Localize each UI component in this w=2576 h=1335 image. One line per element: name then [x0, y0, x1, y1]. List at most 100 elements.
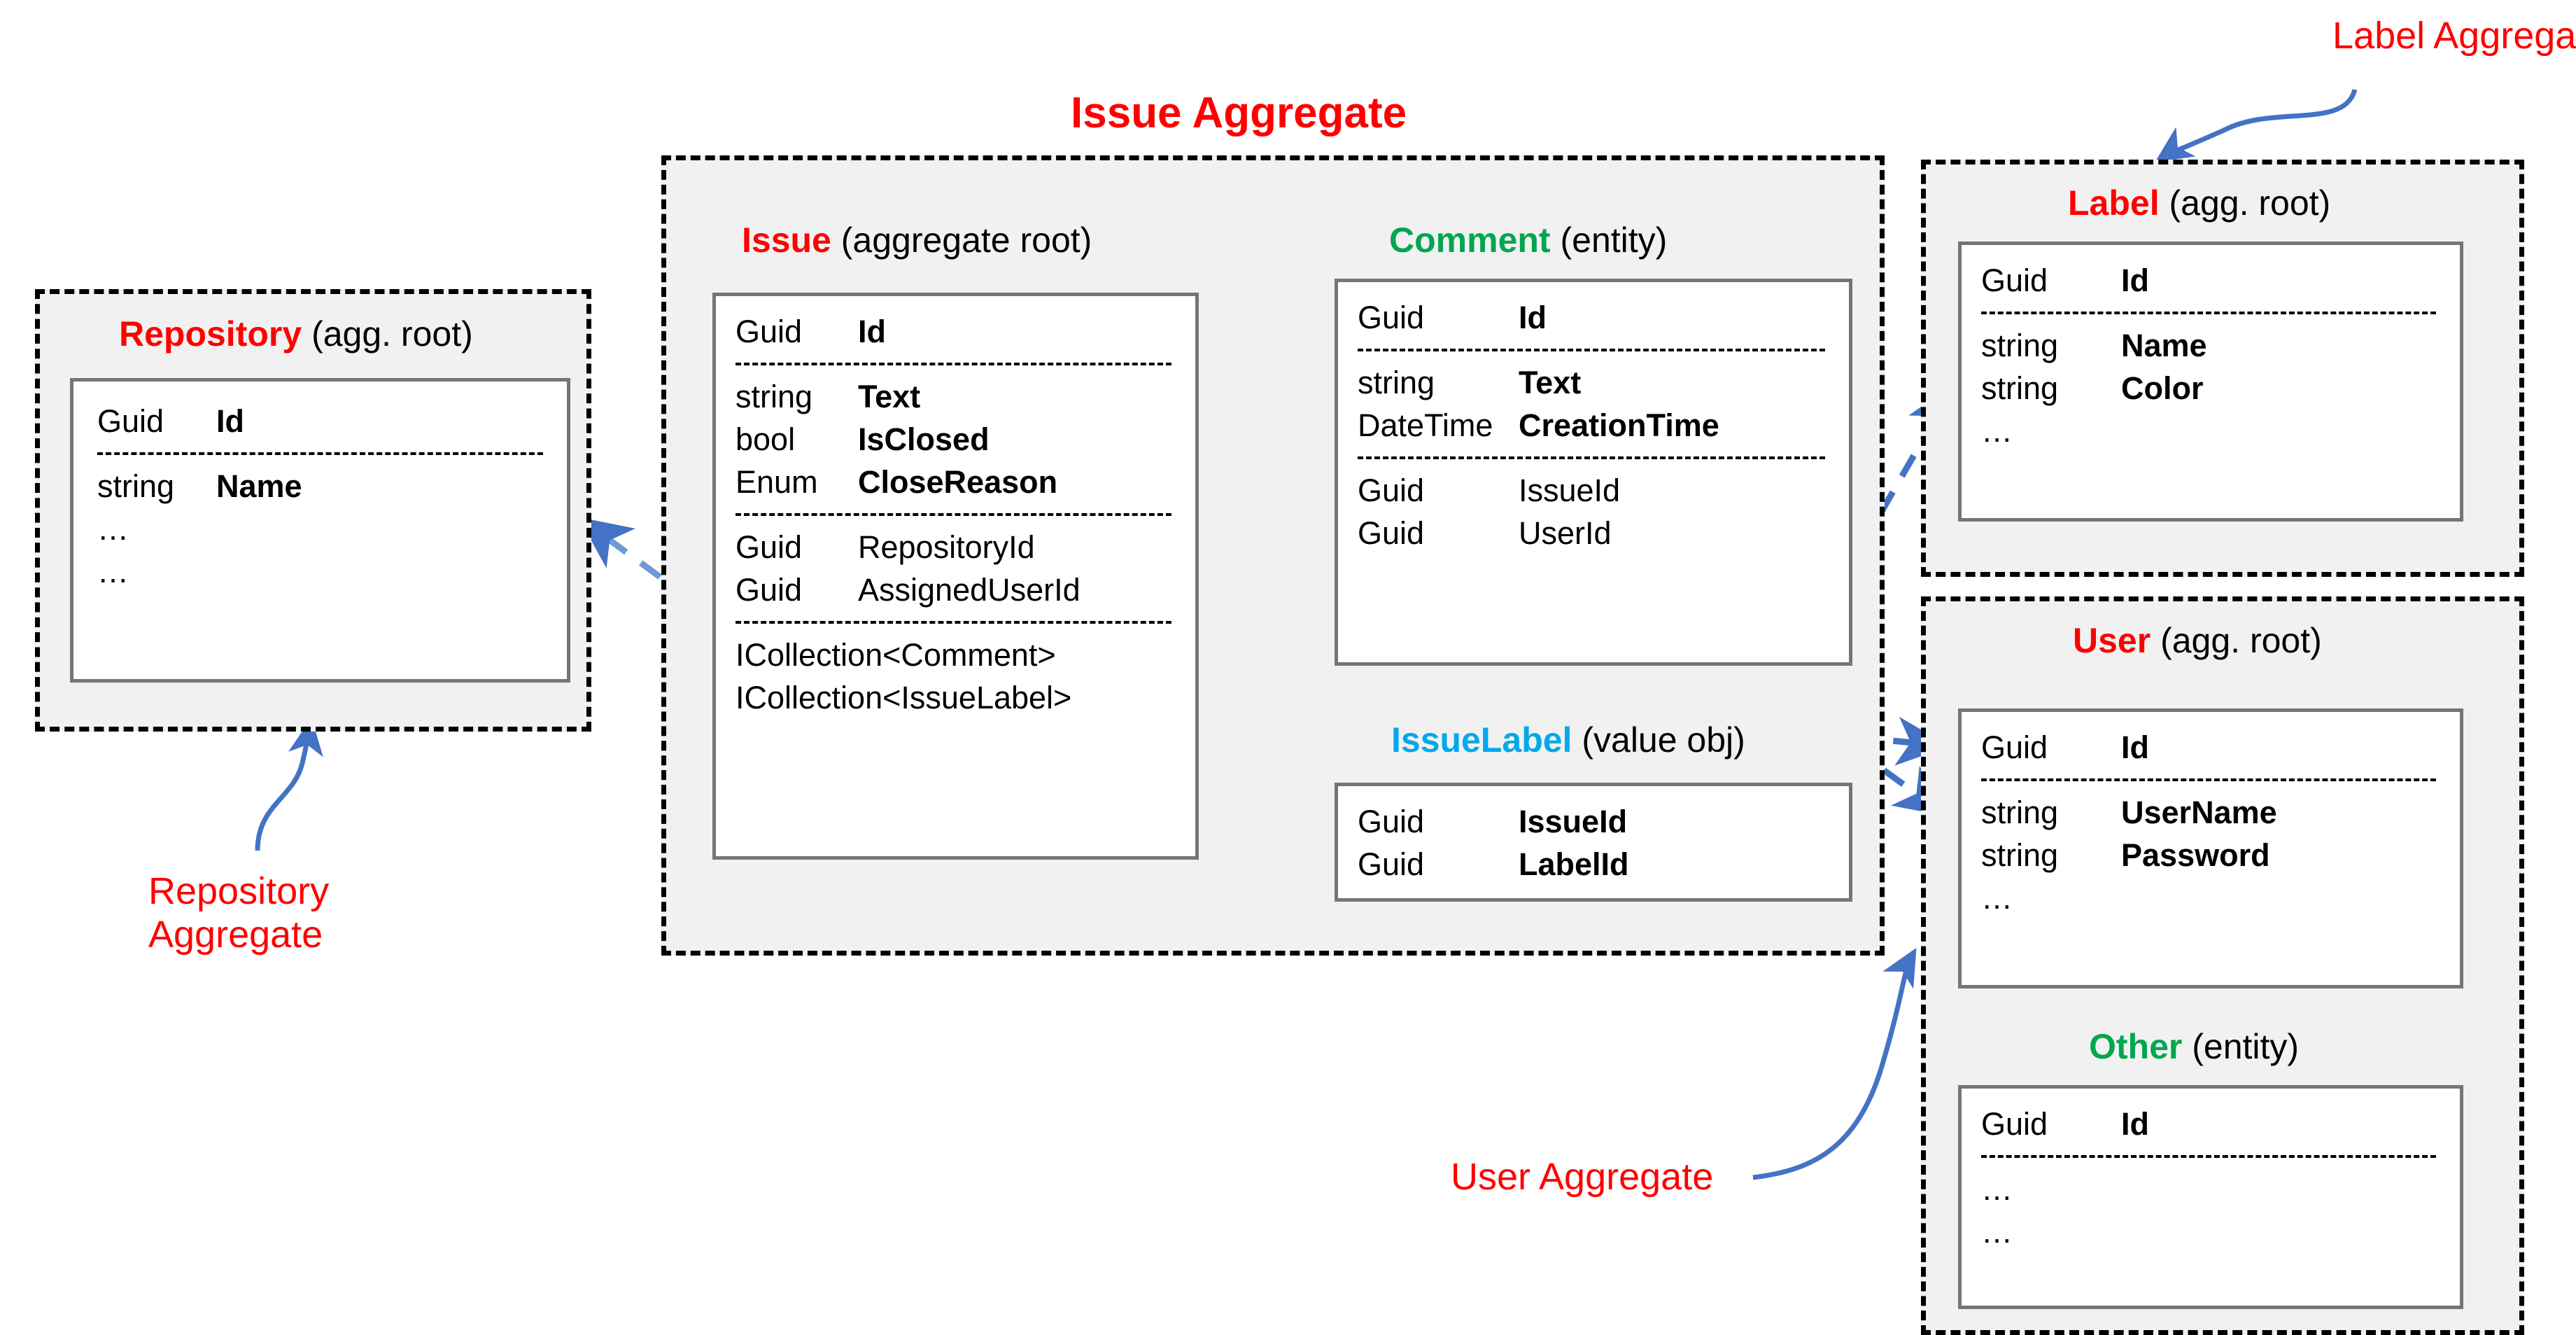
property-name: Id — [858, 314, 886, 349]
annotation-repository-aggregate: Repository Aggregate — [148, 870, 330, 956]
property-name: IsClosed — [858, 421, 990, 457]
property-name: AssignedUserId — [858, 572, 1081, 608]
property-type: … — [1981, 880, 2013, 916]
property-row: Guid IssueId — [1358, 806, 1849, 837]
property-type: … — [97, 554, 129, 589]
property-name: Id — [2121, 263, 2149, 298]
property-row: bool IsClosed — [736, 424, 1195, 455]
property-type: … — [1981, 1214, 2013, 1250]
property-type: string — [1981, 837, 2059, 873]
property-name: IssueId — [1519, 804, 1628, 839]
property-separator — [1981, 312, 2436, 314]
property-row: … — [1981, 1173, 2460, 1205]
property-row: … — [97, 556, 567, 587]
property-separator — [736, 621, 1171, 624]
property-name: Name — [216, 468, 302, 504]
property-type: string — [1981, 328, 2059, 363]
property-name: Text — [1519, 365, 1582, 400]
property-separator — [736, 513, 1171, 516]
property-type: Guid — [1358, 846, 1425, 882]
property-type: … — [1981, 413, 2013, 449]
property-separator — [1358, 456, 1825, 459]
property-row: Guid RepositoryId — [736, 531, 1195, 563]
property-type: string — [1981, 795, 2059, 830]
property-name: Id — [2121, 1106, 2149, 1142]
property-name: UserName — [2121, 795, 2277, 830]
property-row: … — [97, 513, 567, 545]
property-type: Guid — [1981, 729, 2048, 765]
entity-header-label: Label (agg. root) — [2068, 186, 2330, 221]
property-name: Id — [1519, 300, 1547, 335]
property-name: Text — [858, 379, 921, 414]
property-type: Guid — [1358, 515, 1425, 551]
entity-header-issuelabel: IssueLabel (value obj) — [1391, 722, 1745, 757]
property-row: Guid Id — [1981, 1108, 2460, 1140]
property-row: … — [1981, 415, 2460, 447]
property-type: Guid — [1358, 473, 1425, 508]
property-row: Guid Id — [736, 316, 1195, 347]
property-row: Guid Id — [1981, 732, 2460, 763]
property-name: UserId — [1519, 515, 1612, 551]
entity-kind-label: (agg. root) — [2169, 183, 2331, 223]
property-type: Guid — [97, 403, 164, 439]
property-type: bool — [736, 421, 796, 457]
entity-name-comment: Comment — [1389, 221, 1551, 260]
property-row: ICollection<IssueLabel> — [736, 682, 1195, 713]
entity-name-issuelabel: IssueLabel — [1391, 720, 1572, 760]
property-type: Guid — [736, 529, 803, 565]
property-type: Guid — [736, 314, 803, 349]
entity-kind-repository: (agg. root) — [311, 314, 473, 354]
property-row: … — [1981, 1216, 2460, 1247]
entity-header-issue: Issue (aggregate root) — [742, 223, 1092, 258]
entity-name-repository: Repository — [119, 314, 302, 354]
entity-name-label: Label — [2068, 183, 2160, 223]
property-separator — [1981, 1155, 2436, 1158]
entity-name-issue: Issue — [742, 221, 831, 260]
property-type: ICollection<IssueLabel> — [736, 680, 1072, 715]
property-type: string — [1358, 365, 1435, 400]
property-separator — [97, 452, 543, 455]
property-name: Color — [2121, 370, 2204, 406]
property-type: Guid — [1981, 1106, 2048, 1142]
property-row: string UserName — [1981, 797, 2460, 828]
entity-kind-other: (entity) — [2192, 1027, 2300, 1066]
property-type: Guid — [1358, 804, 1425, 839]
property-separator — [1981, 778, 2436, 781]
entity-kind-issue: (aggregate root) — [840, 221, 1092, 260]
property-row: Guid Id — [1358, 302, 1849, 333]
entity-kind-issuelabel: (value obj) — [1582, 720, 1745, 760]
property-type: ICollection<Comment> — [736, 637, 1056, 673]
property-type: … — [1981, 1171, 2013, 1207]
leader-label-aggregate — [2155, 88, 2358, 162]
property-row: Guid UserId — [1358, 517, 1849, 549]
property-separator — [1358, 349, 1825, 351]
leader-user-aggregate — [1752, 947, 1917, 1180]
entity-kind-user: (agg. root) — [2160, 621, 2322, 660]
entity-header-other: Other (entity) — [2089, 1029, 2299, 1064]
property-type: string — [736, 379, 813, 414]
property-type: Guid — [1358, 300, 1425, 335]
property-name: CloseReason — [858, 464, 1058, 500]
property-name: Id — [2121, 729, 2149, 765]
leader-repository-aggregate — [255, 718, 323, 851]
property-name: RepositoryId — [858, 529, 1035, 565]
annotation-user-aggregate: User Aggregate — [1451, 1156, 1714, 1198]
property-separator — [736, 363, 1171, 365]
